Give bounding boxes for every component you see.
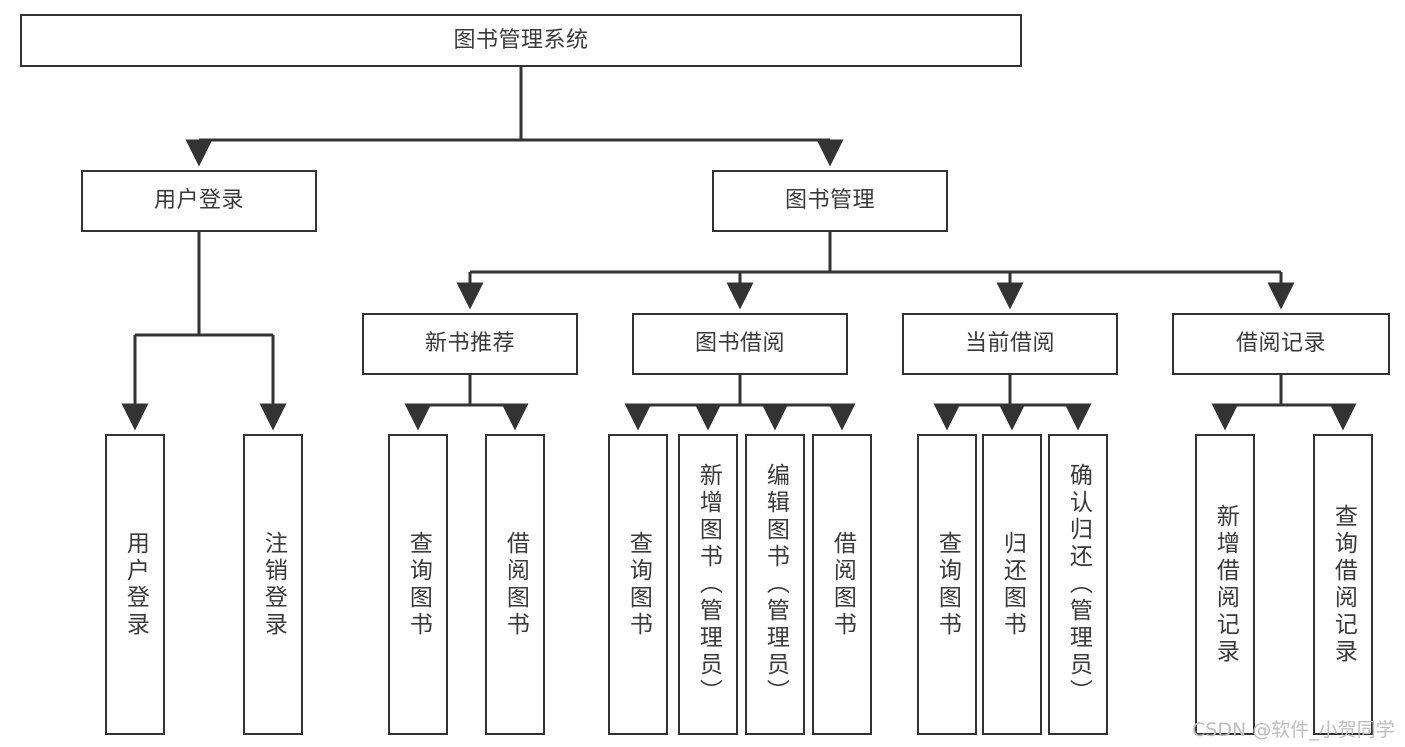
- csdn-watermark: CSDN @软件_小贺同学: [1192, 719, 1395, 741]
- node-current-borrow-label: 当前借阅: [964, 331, 1055, 357]
- node-leaf-query-book-1-label: 查询图书: [405, 530, 432, 639]
- node-leaf-query-book-3[interactable]: 查询图书: [917, 434, 977, 735]
- node-leaf-query-borrow-record-label: 查询借阅记录: [1330, 503, 1357, 666]
- node-leaf-return-book[interactable]: 归还图书: [982, 434, 1042, 735]
- node-leaf-user-login-label: 用户登录: [122, 530, 149, 639]
- node-leaf-return-book-label: 归还图书: [999, 530, 1026, 639]
- node-leaf-borrow-book-2-label: 借阅图书: [829, 530, 856, 639]
- node-root-label: 图书管理系统: [453, 27, 589, 53]
- node-leaf-edit-book-admin[interactable]: 编辑图书（管理员）: [745, 434, 805, 735]
- node-leaf-query-book-2[interactable]: 查询图书: [608, 434, 668, 735]
- node-leaf-logout-login[interactable]: 注销登录: [243, 434, 303, 735]
- node-root[interactable]: 图书管理系统: [20, 14, 1022, 67]
- node-book-borrow[interactable]: 图书借阅: [632, 313, 848, 375]
- node-leaf-query-book-1[interactable]: 查询图书: [388, 434, 448, 735]
- node-leaf-add-book-admin-label: 新增图书（管理员）: [695, 463, 722, 706]
- node-leaf-borrow-book-2[interactable]: 借阅图书: [812, 434, 872, 735]
- node-book-borrow-label: 图书借阅: [694, 331, 785, 357]
- node-leaf-add-borrow-record-label: 新增借阅记录: [1212, 503, 1239, 666]
- node-book-management-label: 图书管理: [784, 188, 875, 214]
- node-leaf-add-book-admin[interactable]: 新增图书（管理员）: [678, 434, 738, 735]
- node-leaf-user-login[interactable]: 用户登录: [105, 434, 165, 735]
- node-leaf-confirm-return-admin-label: 确认归还（管理员）: [1065, 463, 1092, 706]
- node-leaf-query-borrow-record[interactable]: 查询借阅记录: [1313, 434, 1373, 735]
- node-new-book-recommend-label: 新书推荐: [424, 331, 515, 357]
- node-borrow-record[interactable]: 借阅记录: [1172, 313, 1390, 375]
- node-user-login[interactable]: 用户登录: [81, 170, 317, 232]
- node-leaf-query-book-3-label: 查询图书: [934, 530, 961, 639]
- node-new-book-recommend[interactable]: 新书推荐: [362, 313, 578, 375]
- node-leaf-logout-login-label: 注销登录: [260, 530, 287, 639]
- node-current-borrow[interactable]: 当前借阅: [902, 313, 1118, 375]
- node-user-login-label: 用户登录: [153, 188, 244, 214]
- node-leaf-edit-book-admin-label: 编辑图书（管理员）: [762, 463, 789, 706]
- node-leaf-borrow-book-1[interactable]: 借阅图书: [485, 434, 545, 735]
- node-leaf-query-book-2-label: 查询图书: [625, 530, 652, 639]
- node-leaf-confirm-return-admin[interactable]: 确认归还（管理员）: [1048, 434, 1108, 735]
- node-borrow-record-label: 借阅记录: [1235, 331, 1326, 357]
- node-book-management[interactable]: 图书管理: [712, 170, 948, 232]
- node-leaf-add-borrow-record[interactable]: 新增借阅记录: [1195, 434, 1255, 735]
- node-leaf-borrow-book-1-label: 借阅图书: [502, 530, 529, 639]
